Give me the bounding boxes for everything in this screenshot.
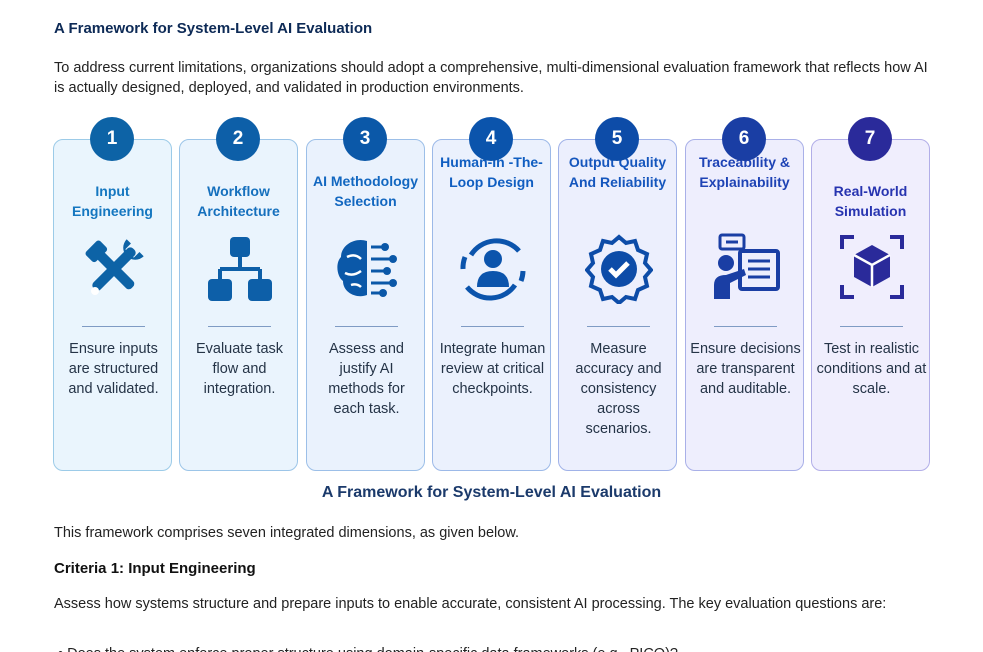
card-title: Output Quality And Reliability [568,154,667,190]
framework-card-1: Input Engineering Ensure inputs are stru… [53,139,172,471]
step-number-badge: 2 [216,117,260,161]
card-title: Human-In -The-Loop Design [440,154,543,190]
card-title: Workflow Architecture [197,183,280,219]
presenter-board-icon [714,233,780,299]
card-description: Assess and justify AI methods for each t… [328,341,405,417]
framework-card-6: Traceability & Explainability Ensure dec… [685,139,804,471]
card-divider [335,326,398,327]
card-title: Input Engineering [72,183,153,219]
criteria-heading: Criteria 1: Input Engineering [54,560,256,577]
step-number-badge: 4 [469,117,513,161]
card-description: Ensure inputs are structured and validat… [68,341,159,397]
step-number-badge: 7 [848,117,892,161]
card-description: Evaluate task flow and integration. [195,341,284,397]
step-number-badge: 3 [343,117,387,161]
criteria-paragraph: Assess how systems structure and prepare… [54,596,887,612]
card-title: Real-World Simulation [833,183,908,219]
card-title: Traceability & Explainability [698,154,791,190]
step-number-badge: 5 [595,117,639,161]
figure-caption: A Framework for System-Level AI Evaluati… [321,484,662,501]
card-divider [714,326,777,327]
framework-card-4: Human-In -The-Loop Design Integrate huma… [432,139,551,471]
cube-frame-icon [840,235,904,299]
card-divider [461,326,524,327]
card-description: Ensure decisions are transparent and aud… [690,341,801,397]
framework-card-3: AI Methodology Selection Assess and just… [306,139,425,471]
card-description: Integrate human review at critical check… [439,341,546,397]
card-description: Test in realistic conditions and at scal… [816,341,927,397]
step-number-badge: 6 [722,117,766,161]
card-divider [208,326,271,327]
card-divider [840,326,903,327]
step-number-badge: 1 [90,117,134,161]
card-description: Measure accuracy and consistency across … [575,341,662,437]
framework-infographic: Input Engineering Ensure inputs are stru… [53,117,930,472]
intro-paragraph: To address current limitations, organiza… [54,60,928,96]
brain-circuit-icon [337,239,397,297]
quality-seal-icon [585,234,653,304]
tools-icon [85,239,144,295]
framework-sentence: This framework comprises seven integrate… [54,525,520,541]
criteria-bullet: • Does the system enforce proper structu… [58,644,678,652]
framework-card-2: Workflow Architecture Evaluate task flow… [179,139,298,471]
framework-card-5: Output Quality And Reliability Measure a… [558,139,677,471]
card-title: AI Methodology Selection [313,173,418,209]
person-loop-icon [460,238,526,301]
hierarchy-icon [208,237,272,301]
card-divider [587,326,650,327]
framework-card-7: Real-World Simulation Test in realistic … [811,139,930,471]
card-divider [82,326,145,327]
section-heading: A Framework for System-Level AI Evaluati… [54,20,373,37]
